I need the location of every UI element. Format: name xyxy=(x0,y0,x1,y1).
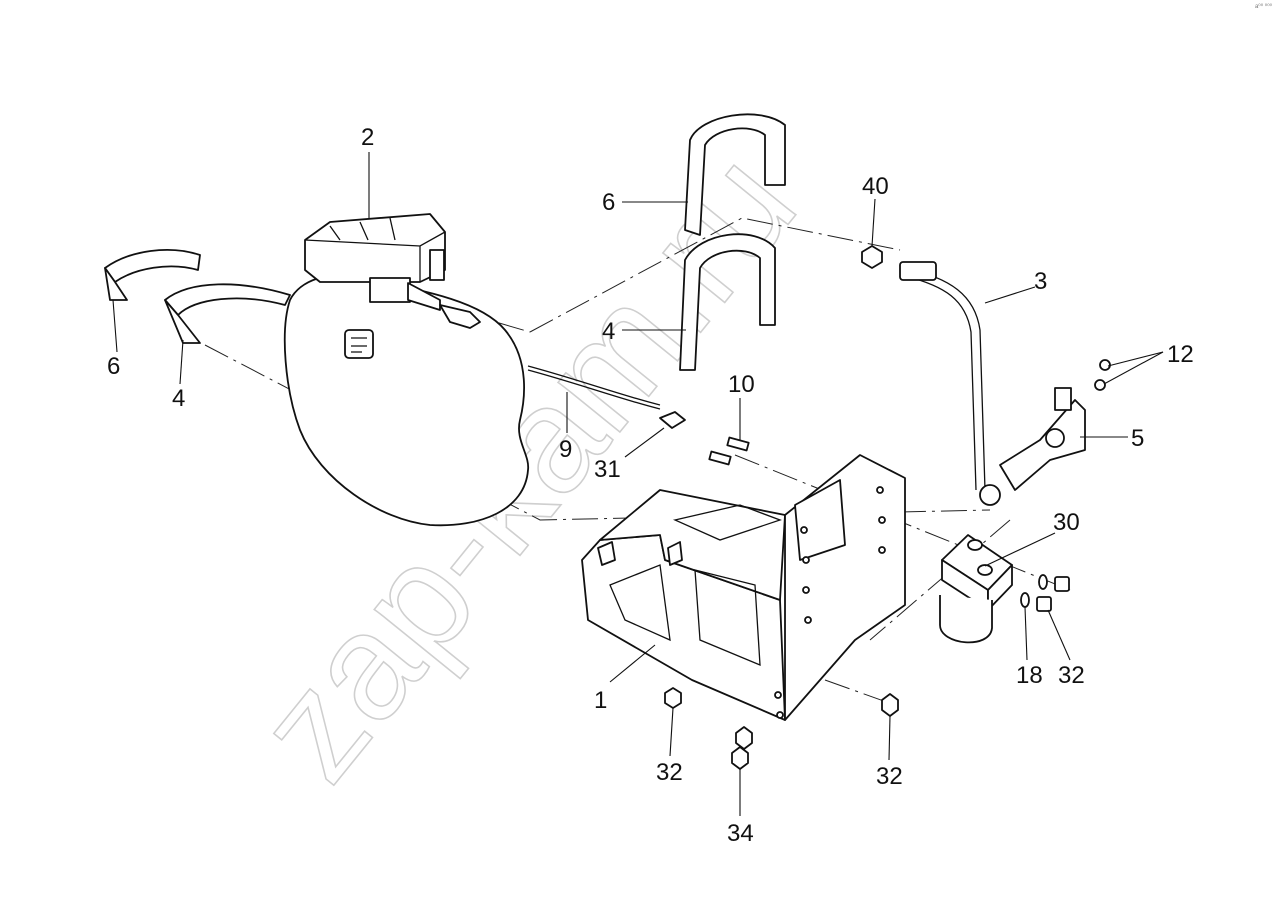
part-3-fuel-line xyxy=(899,261,1001,506)
part-32-nuts-bottom xyxy=(664,687,899,750)
callout-1: 1 xyxy=(594,687,607,714)
part-9-hose xyxy=(527,365,661,410)
part-4-mid-bracket xyxy=(679,233,776,371)
part-10-bolts xyxy=(708,436,750,466)
part-6-strap-clamp xyxy=(104,249,201,301)
callout-6-left: 6 xyxy=(107,353,120,380)
callout-32-bottom-right: 32 xyxy=(876,763,903,790)
part-6-top-bracket xyxy=(684,113,786,236)
callout-40: 40 xyxy=(862,173,889,200)
callout-5: 5 xyxy=(1131,425,1144,452)
leader-lines xyxy=(112,152,1164,816)
callout-30: 30 xyxy=(1053,509,1080,536)
part-30-filter xyxy=(939,534,1013,644)
callout-32-bottom-left: 32 xyxy=(656,759,683,786)
callout-31: 31 xyxy=(594,456,621,483)
callout-4-mid: 4 xyxy=(602,318,615,345)
part-5-valve xyxy=(999,387,1086,491)
callout-32-right: 32 xyxy=(1058,662,1085,689)
part-31-clip xyxy=(659,411,686,429)
callout-34: 34 xyxy=(727,820,754,847)
part-12-fittings xyxy=(1094,359,1111,391)
part-18-washers xyxy=(1020,574,1048,608)
callout-10: 10 xyxy=(728,371,755,398)
callout-6-top: 6 xyxy=(602,189,615,216)
corner-mark: a⁰⁰ ⁰⁰⁰ xyxy=(1254,4,1272,10)
part-2-fuel-filter-housing xyxy=(283,213,529,527)
callout-12: 12 xyxy=(1167,341,1194,368)
callout-2: 2 xyxy=(361,124,374,151)
part-40-nut xyxy=(861,245,883,269)
part-34-nut xyxy=(731,746,749,770)
callout-18: 18 xyxy=(1016,662,1043,689)
part-4-strap-clamp xyxy=(164,283,291,344)
callout-9: 9 xyxy=(559,436,572,463)
callout-3: 3 xyxy=(1034,268,1047,295)
callout-labels: 2 3 6 4 6 4 40 12 5 10 9 31 30 1 18 32 3… xyxy=(107,124,1194,847)
part-1-mounting-bracket xyxy=(581,454,906,721)
callout-4-left: 4 xyxy=(172,385,185,412)
part-32-nuts-right xyxy=(1036,576,1070,612)
